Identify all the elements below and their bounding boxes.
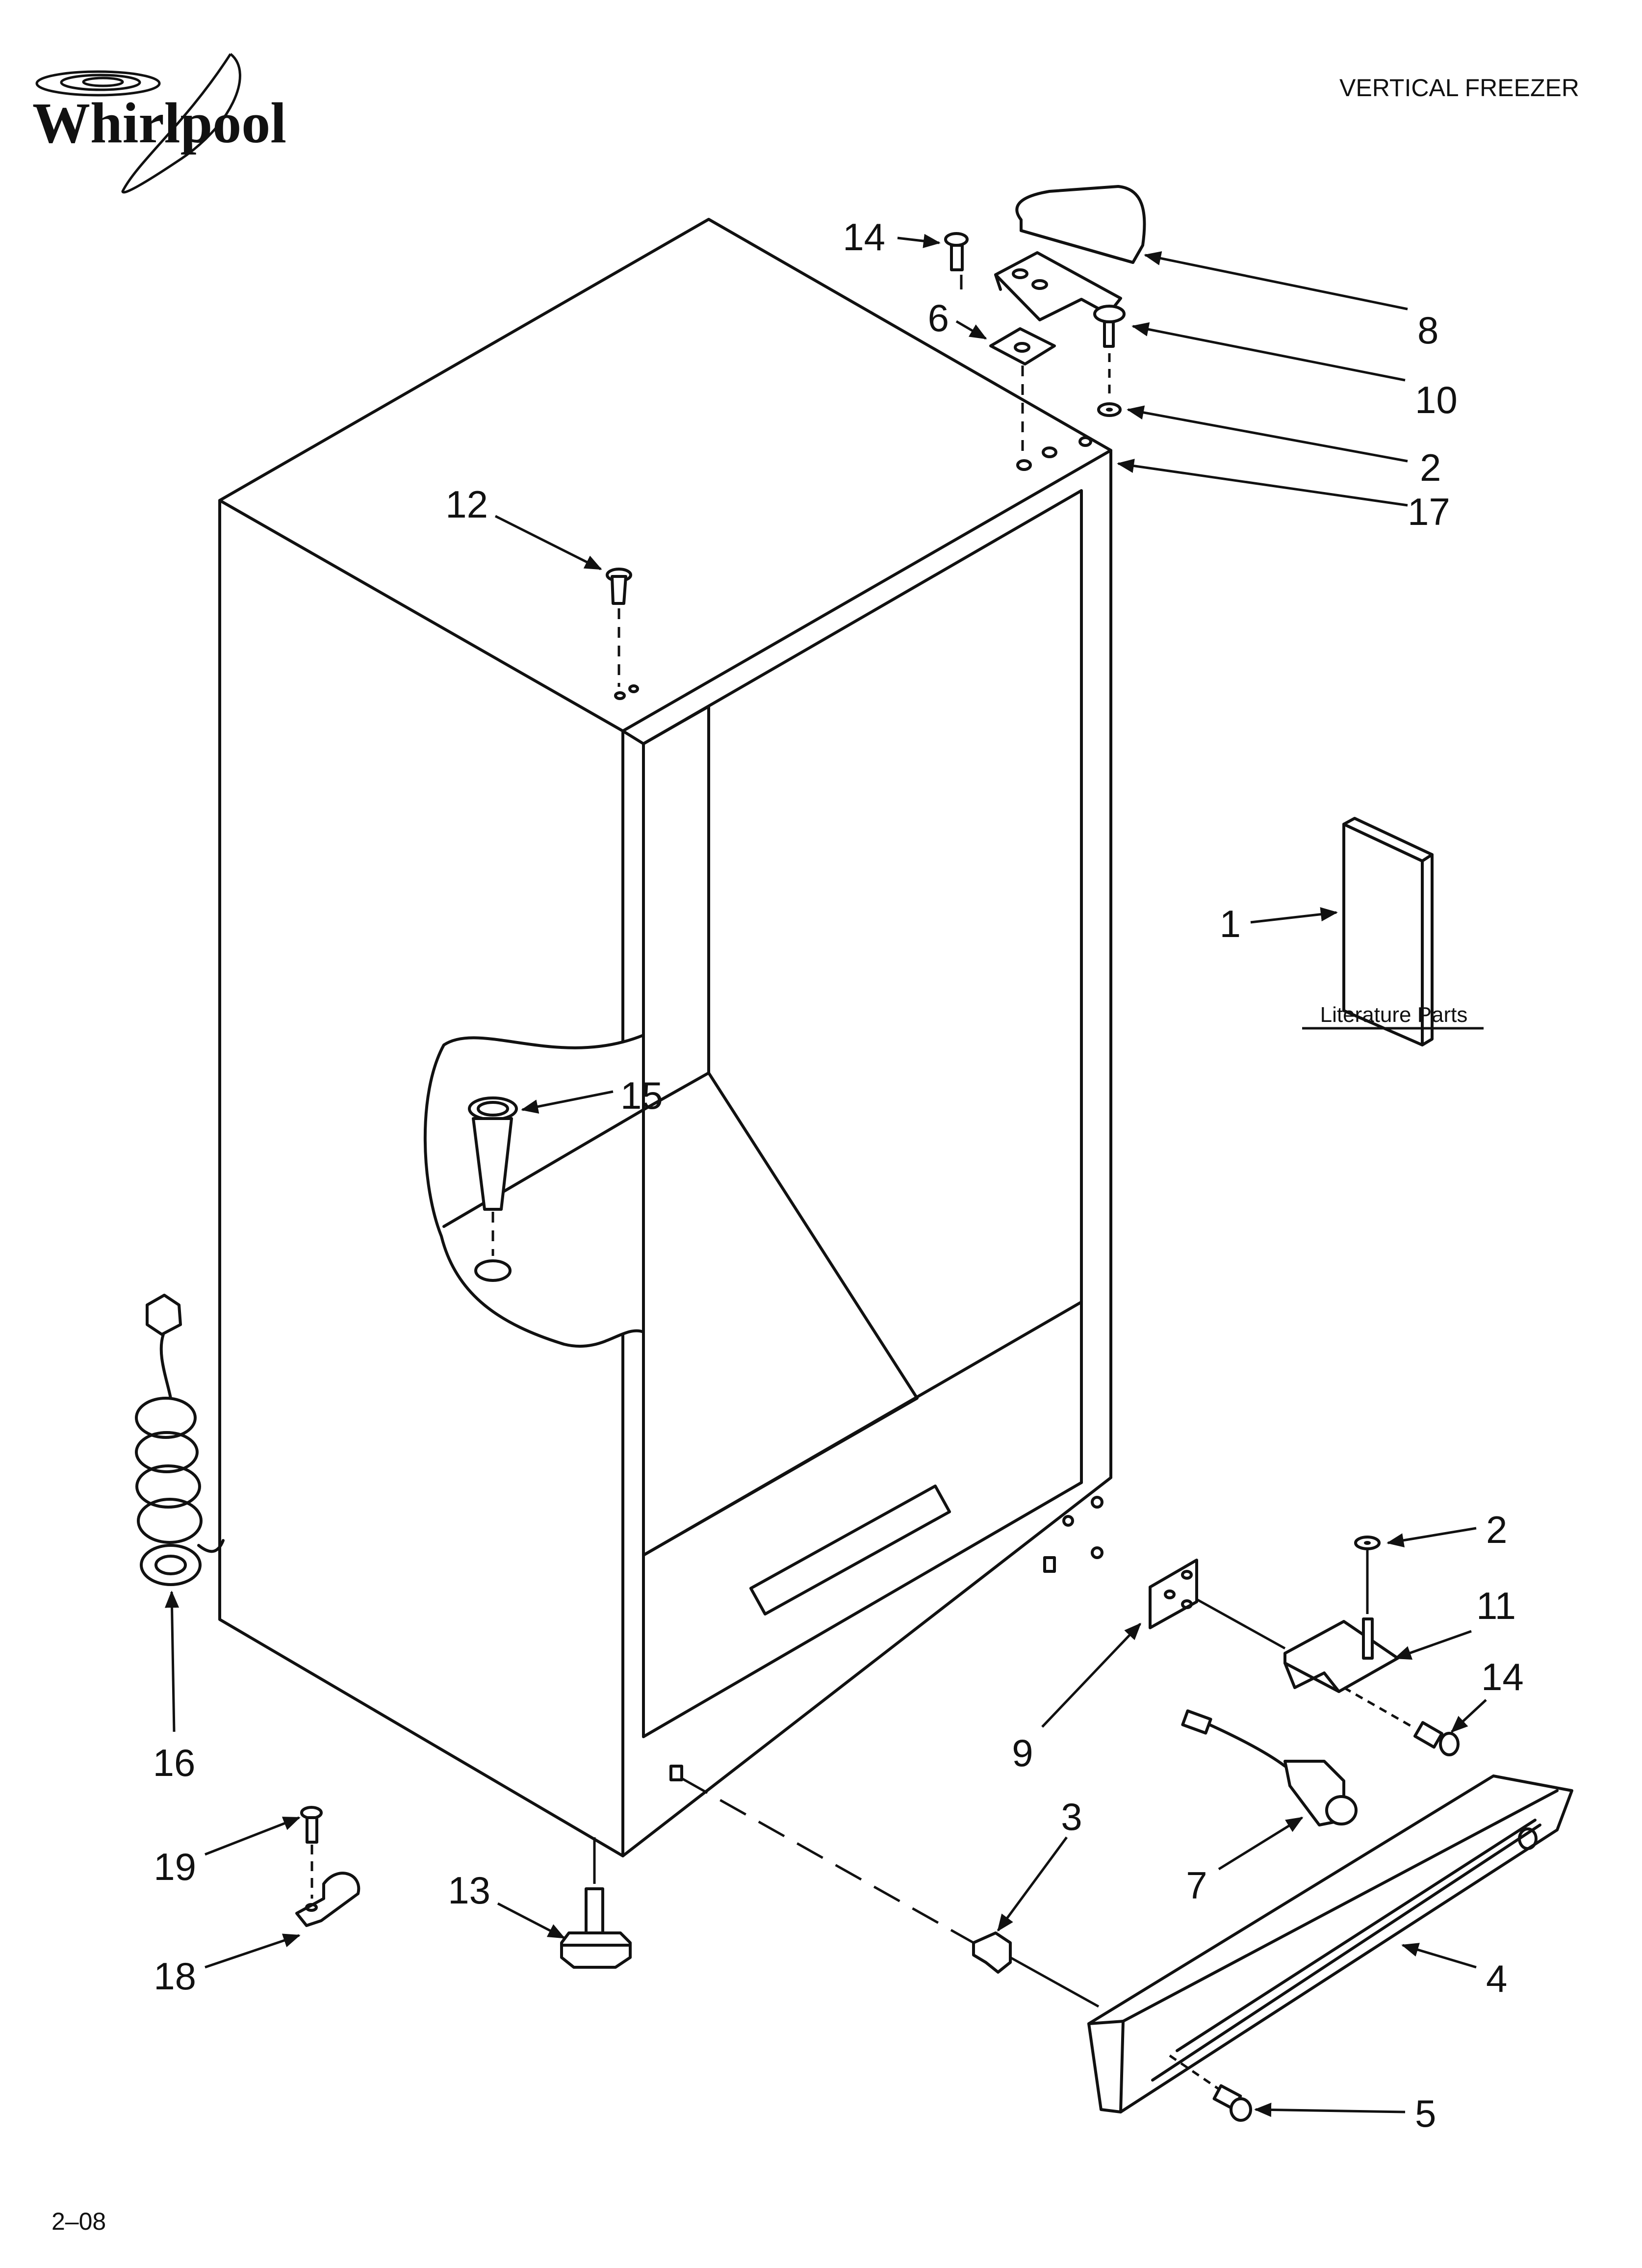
drain-tube-15: [468, 1096, 518, 1282]
callout-15: 15: [620, 1074, 663, 1117]
hinge-cover-8: [1015, 185, 1146, 264]
bottom-hinge-assembly: [1149, 1536, 1460, 1756]
plug-12: [606, 568, 632, 687]
callout-13: 13: [448, 1869, 490, 1912]
callout-17: 17: [1408, 490, 1450, 533]
clip-3: [681, 1777, 1100, 2008]
callout-11: 11: [1476, 1584, 1516, 1627]
top-hinge-assembly: [944, 185, 1146, 456]
callout-14-top: 14: [843, 215, 885, 259]
callout-12: 12: [445, 483, 488, 526]
callout-1: 1: [1220, 902, 1241, 945]
callout-2-top: 2: [1420, 446, 1441, 489]
callout-6: 6: [928, 296, 949, 339]
callout-19: 19: [154, 1845, 196, 1888]
screw-19-clamp-18: [295, 1806, 360, 1927]
callout-8: 8: [1417, 309, 1438, 352]
toe-grille-4: [1087, 1774, 1573, 2113]
leader-arrows: [164, 234, 1487, 2117]
brand-name: Whirlpool: [32, 91, 286, 155]
callout-numbers: 14 8 6 10 2 17 12 1 15 16 2 11 14 9 3 7 …: [153, 215, 1524, 2135]
revision-code: 2–08: [51, 2208, 106, 2235]
callout-2-bottom: 2: [1486, 1508, 1507, 1551]
literature-label: Literature Parts: [1320, 1003, 1468, 1027]
callout-4: 4: [1486, 1957, 1507, 2000]
power-cord-16: [135, 1294, 225, 1586]
callout-10: 10: [1415, 378, 1458, 421]
callout-18: 18: [154, 1955, 196, 1998]
shim-6: [989, 327, 1056, 365]
callout-3: 3: [1061, 1795, 1082, 1838]
literature-book-1: Literature Parts: [1302, 817, 1484, 1046]
callout-14-bottom: 14: [1481, 1655, 1524, 1698]
whirlpool-swirl-logo-icon: [35, 53, 241, 194]
bottom-hinge-11: [1283, 1620, 1399, 1693]
screw-5: [1169, 2054, 1252, 2122]
callout-7: 7: [1186, 1864, 1207, 1907]
page-title: VERTICAL FREEZER: [1339, 74, 1579, 102]
whirlpool-logo: Whirlpool: [32, 53, 286, 194]
leveling-leg-13: [560, 1837, 632, 1969]
callout-16: 16: [153, 1741, 196, 1784]
callout-5: 5: [1415, 2092, 1436, 2135]
callout-9: 9: [1012, 1731, 1033, 1774]
switch-7: [1181, 1709, 1358, 1826]
cabinet-17: [218, 218, 1112, 1857]
